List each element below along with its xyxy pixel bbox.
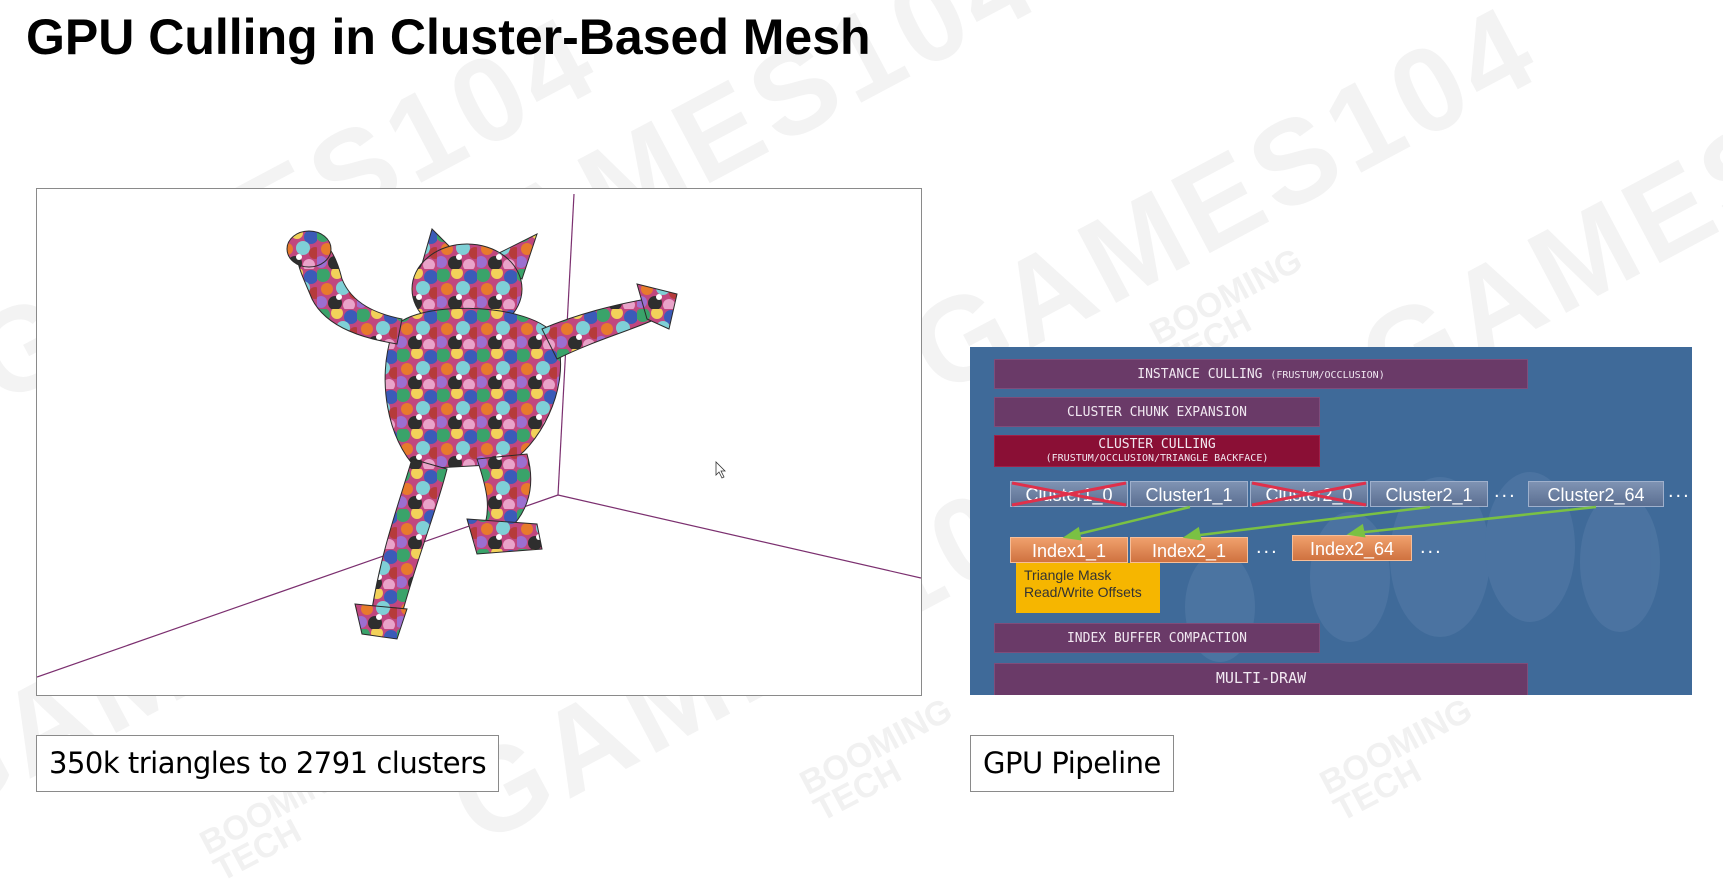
watermark-brand-line: BOOMING	[1143, 240, 1309, 353]
caption-left: 350k triangles to 2791 clusters	[36, 735, 500, 792]
watermark-brand-line: BOOMING	[1313, 690, 1479, 803]
stage-sublabel: (FRUSTUM/OCCLUSION/TRIANGLE BACKFACE)	[1045, 453, 1269, 464]
stage-sublabel: (FRUSTUM/OCCLUSION)	[1270, 370, 1385, 381]
watermark-brand: BOOMING TECH	[1313, 690, 1491, 830]
stage-cluster-chunk-expansion: CLUSTER CHUNK EXPANSION	[994, 397, 1320, 427]
index-label: Index2_1	[1151, 541, 1227, 561]
mesh-viewport	[37, 193, 921, 678]
watermark-brand-line: TECH	[207, 812, 308, 889]
cluster-label: Cluster2_1	[1385, 485, 1473, 505]
index-ellipsis: ...	[1420, 536, 1443, 558]
cluster-label: Cluster2_0	[1265, 485, 1353, 505]
cluster-1-0: Cluster1_0	[1010, 481, 1128, 507]
watermark-brand: BOOMING TECH	[793, 690, 971, 830]
watermark-brand-line: TECH	[807, 752, 908, 830]
watermark-brand-line: BOOMING	[793, 690, 959, 803]
index-1-1: Index1_1	[1010, 537, 1128, 563]
stage-cluster-culling: CLUSTER CULLING (FRUSTUM/OCCLUSION/TRIAN…	[994, 435, 1320, 467]
cluster-2-1: Cluster2_1	[1370, 481, 1488, 507]
cluster-ellipsis: ...	[1494, 480, 1517, 502]
slide-title: GPU Culling in Cluster-Based Mesh	[26, 9, 871, 65]
mask-line: Read/Write Offsets	[1024, 584, 1142, 600]
stage-label: MULTI-DRAW	[1215, 669, 1307, 687]
index-2-64: Index2_64	[1292, 535, 1412, 561]
stage-instance-culling: INSTANCE CULLING (FRUSTUM/OCCLUSION)	[994, 359, 1528, 389]
cluster-label: Cluster1_1	[1145, 485, 1233, 505]
cluster-1-1: Cluster1_1	[1130, 481, 1248, 507]
index-label: Index2_64	[1309, 539, 1395, 559]
stage-multi-draw: MULTI-DRAW	[994, 663, 1528, 695]
caption-right: GPU Pipeline	[970, 735, 1174, 792]
mask-line: Triangle Mask	[1024, 567, 1112, 583]
stage-label: CLUSTER CHUNK EXPANSION	[1066, 405, 1247, 420]
index-2-1: Index2_1	[1130, 537, 1248, 563]
cluster-2-64: Cluster2_64	[1528, 481, 1664, 507]
watermark-brand-line: TECH	[1327, 752, 1428, 830]
index-label: Index1_1	[1031, 541, 1107, 561]
cluster-mesh-render	[36, 188, 922, 696]
stage-label: INSTANCE CULLING	[1137, 367, 1263, 382]
cluster-label: Cluster1_0	[1025, 485, 1113, 505]
stage-label: CLUSTER CULLING	[1098, 437, 1216, 452]
index-ellipsis: ...	[1256, 536, 1279, 558]
stage-index-buffer-compaction: INDEX BUFFER COMPACTION	[994, 623, 1320, 653]
cluster-label: Cluster2_64	[1547, 485, 1645, 505]
gpu-pipeline-diagram: INSTANCE CULLING (FRUSTUM/OCCLUSION) CLU…	[970, 347, 1692, 695]
triangle-mask-note: Triangle Mask Read/Write Offsets	[1016, 563, 1160, 613]
cursor-icon	[715, 461, 726, 479]
stage-label: INDEX BUFFER COMPACTION	[1066, 631, 1247, 646]
cluster-ellipsis: ...	[1668, 480, 1691, 502]
cluster-2-0: Cluster2_0	[1250, 481, 1368, 507]
